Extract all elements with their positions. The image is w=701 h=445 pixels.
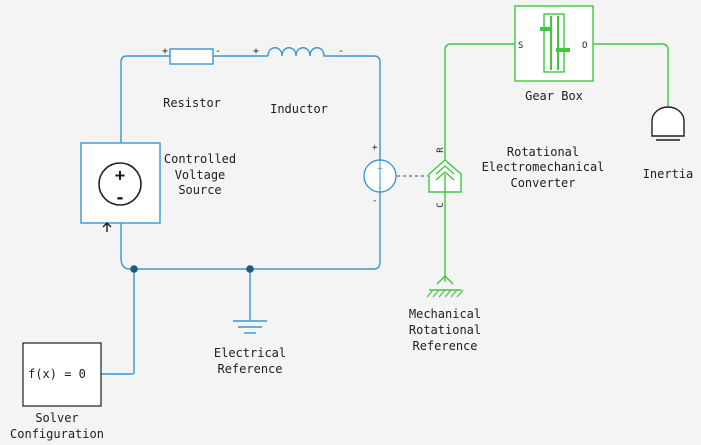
- voltage-source-label-line1: Controlled: [164, 152, 236, 166]
- electrical-reference-label-line2: Reference: [217, 362, 282, 376]
- mech-reference-label-line1: Mechanical: [409, 307, 481, 321]
- inductor-plus-port: +: [253, 46, 259, 57]
- gear-input-tooth: [540, 27, 552, 31]
- resistor-symbol: [169, 48, 214, 65]
- solver-label-line1: Solver: [35, 411, 78, 425]
- inductor-label: Inductor: [270, 102, 328, 116]
- mechanical-wires: [444, 43, 669, 282]
- rotational-electromechanical-converter-block[interactable]: + - + - C R Rotational Electromechanical…: [363, 143, 605, 208]
- resistor-minus-port: -: [215, 46, 221, 57]
- resistor-plus-port: +: [162, 46, 168, 57]
- gear-box-label: Gear Box: [525, 89, 583, 103]
- converter-port-r: R: [436, 147, 446, 153]
- rotation-arrow-icon: [436, 275, 454, 285]
- solver-box: [22, 342, 102, 407]
- inductor-coil-symbol: [267, 47, 330, 57]
- wire-gearbox-to-inertia[interactable]: [593, 43, 669, 107]
- voltage-source-label-line2: Voltage: [175, 168, 226, 182]
- resistor-block[interactable]: + - Resistor: [162, 46, 221, 110]
- electrical-reference-block[interactable]: Electrical Reference: [214, 320, 286, 376]
- voltage-source-label-line3: Source: [178, 183, 221, 197]
- converter-port-c: C: [436, 202, 446, 207]
- inertia-label: Inertia: [643, 167, 694, 181]
- mech-ground-hatch: [426, 289, 464, 298]
- converter-label-line1: Rotational: [507, 145, 579, 159]
- gear-box-block[interactable]: S O Gear Box: [514, 5, 594, 103]
- gear-box-port-s: S: [518, 41, 523, 51]
- gear-output-tooth: [556, 48, 570, 52]
- mechanical-rotational-reference-block[interactable]: Mechanical Rotational Reference: [409, 275, 481, 353]
- mech-reference-label-line2: Rotational: [409, 323, 481, 337]
- wire-inductor-to-converter[interactable]: [330, 55, 381, 160]
- solver-label-line2: Configuration: [10, 427, 104, 441]
- inertia-body-icon: [651, 106, 685, 137]
- gear-box-frame: [514, 5, 594, 82]
- wire-junction-node: [246, 265, 254, 273]
- wire-source-to-resistor[interactable]: [120, 55, 170, 143]
- resistor-label: Resistor: [163, 96, 221, 110]
- solver-configuration-block[interactable]: f(x) = 0 Solver Configuration: [10, 342, 104, 441]
- inductor-block[interactable]: + - Inductor: [253, 46, 344, 116]
- solver-function-text: f(x) = 0: [28, 367, 86, 381]
- voltage-source-plus-symbol: +: [115, 166, 125, 186]
- mech-reference-label-line3: Reference: [412, 339, 477, 353]
- converter-label-line2: Electromechanical: [482, 160, 605, 174]
- converter-inner-plus: +: [377, 164, 383, 174]
- voltage-source-minus-symbol: -: [115, 188, 125, 208]
- signal-input-arrow-icon: [102, 222, 112, 232]
- voltage-source-circle-icon: [98, 162, 142, 206]
- converter-label-line3: Converter: [510, 176, 575, 190]
- inductor-minus-port: -: [338, 46, 344, 57]
- wire-junction-node: [130, 265, 138, 273]
- electrical-reference-label-line1: Electrical: [214, 346, 286, 360]
- converter-elec-minus-port: -: [372, 196, 377, 206]
- voltage-source-box: [80, 142, 161, 224]
- converter-elec-plus-port: +: [372, 143, 378, 153]
- gear-box-casing-icon: [543, 13, 565, 73]
- wire-converter-to-gearbox[interactable]: [444, 43, 515, 160]
- controlled-voltage-source-block[interactable]: + - Controlled Voltage Source: [80, 142, 236, 232]
- converter-inner-minus: -: [377, 183, 382, 193]
- wire-source-to-ground[interactable]: [120, 223, 131, 270]
- inertia-block[interactable]: Inertia: [643, 106, 694, 181]
- converter-chevron-icon: [435, 165, 455, 181]
- gear-box-port-o: O: [582, 41, 587, 51]
